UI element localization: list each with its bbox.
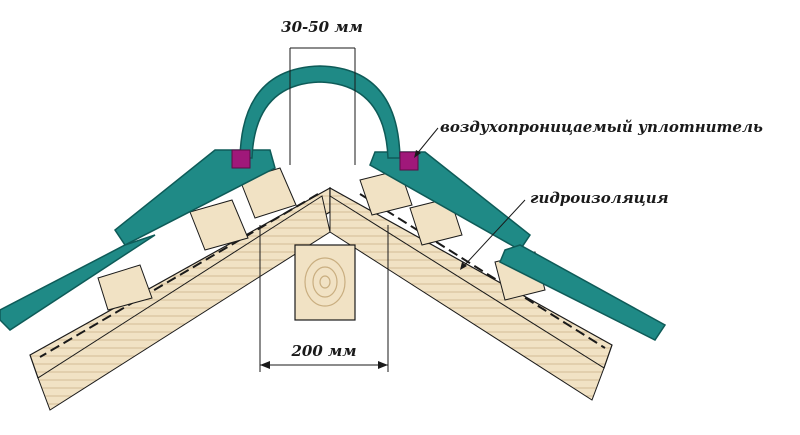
seal-right	[399, 151, 419, 171]
metal-sheet-right-lower	[499, 244, 667, 341]
span-dimension-label: 200 мм	[290, 342, 356, 360]
rafter-body-left	[37, 195, 331, 411]
ridge-cap	[239, 65, 401, 159]
gap-dimension-label: 30-50 мм	[281, 18, 363, 36]
waterproofing-right	[359, 193, 606, 349]
seal-left	[231, 149, 251, 169]
waterproofing-left	[39, 193, 319, 358]
batten-left-3	[97, 264, 153, 311]
rafter-body-right	[329, 195, 605, 401]
batten-left-2	[189, 199, 249, 251]
seal-label: воздухопроницаемый уплотнитель	[440, 118, 763, 136]
metal-sheet-left-lower	[0, 234, 156, 331]
ridge-beam	[294, 244, 356, 321]
metal-sheet-left-upper	[113, 149, 276, 246]
waterproofing-label: гидроизоляция	[530, 189, 669, 207]
